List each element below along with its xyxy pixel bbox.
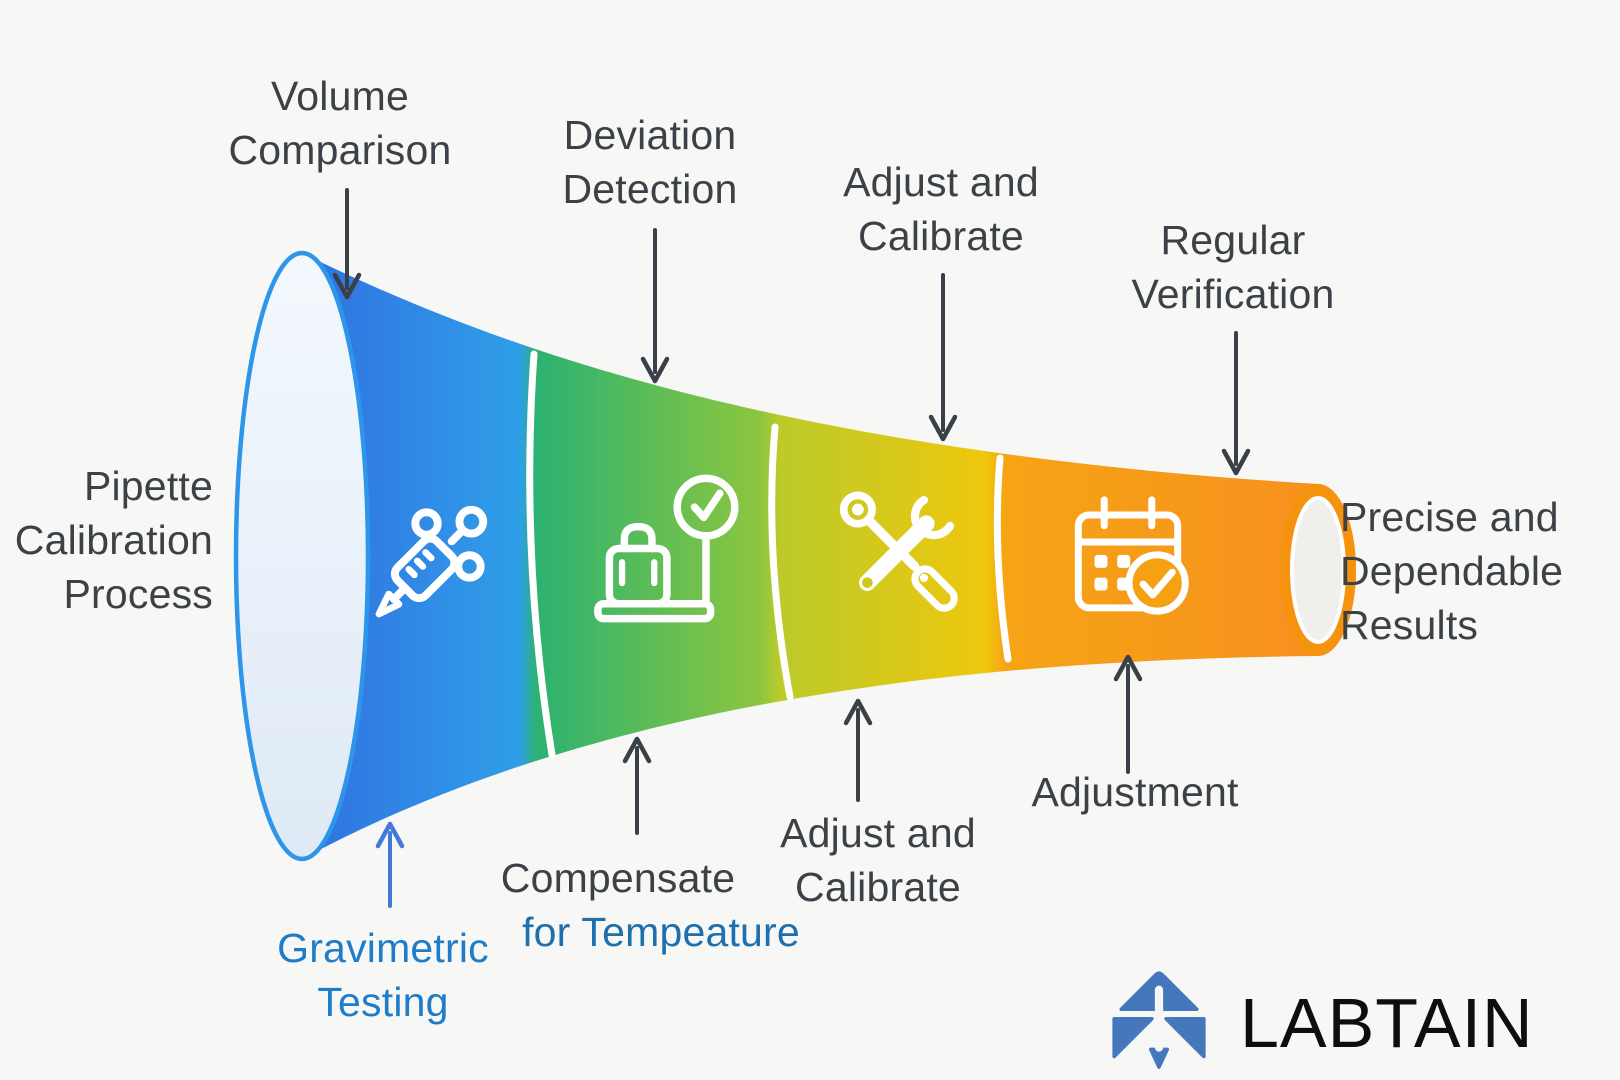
funnel-outlet-ellipse: [1290, 496, 1346, 644]
left-title-line: Pipette: [83, 463, 213, 509]
label-line: Regular: [1160, 217, 1306, 263]
top-label-deviation-detection: Deviation Detection: [562, 108, 737, 216]
label-line: Comparison: [228, 127, 452, 173]
stage-separator-2: [768, 423, 794, 701]
calendar-check-icon: [1074, 496, 1189, 615]
label-line: Adjustment: [1031, 769, 1239, 815]
labtain-logo-icon: [1112, 971, 1206, 1069]
label-line: Volume: [271, 73, 409, 119]
stage-separator-1: [526, 350, 556, 759]
label-line: Testing: [317, 979, 449, 1025]
top-label-adjust-calibrate: Adjust and Calibrate: [843, 155, 1039, 263]
bottom-label-gravimetric-testing: Gravimetric Testing: [277, 921, 489, 1029]
label-line: Calibrate: [858, 213, 1024, 259]
top-label-regular-verification: Regular Verification: [1132, 213, 1335, 321]
bottom-label-adjustment: Adjustment: [1031, 765, 1238, 819]
label-line: for Tempeature: [522, 909, 800, 955]
bottom-label-compensate-temperature: Compensate for Tempeature: [479, 851, 800, 959]
logo-wordmark: LABTAIN: [1240, 984, 1534, 1062]
label-line: Deviation: [563, 112, 737, 158]
right-title-line: Precise and: [1340, 494, 1559, 540]
stage-separator-3: [993, 454, 1012, 663]
label-line: Detection: [562, 166, 738, 212]
left-title-line: Process: [63, 571, 213, 617]
label-line: Adjust and: [780, 810, 976, 856]
label-line: Verification: [1131, 271, 1335, 317]
right-title: Precise and Dependable Results: [1340, 490, 1563, 652]
top-label-volume-comparison: Volume Comparison: [228, 69, 451, 177]
right-title-line: Dependable: [1340, 548, 1564, 594]
right-title-line: Results: [1340, 602, 1479, 648]
label-line: Compensate: [500, 855, 736, 901]
left-title-line: Calibration: [14, 517, 213, 563]
label-line: Calibrate: [795, 864, 961, 910]
label-line: Adjust and: [843, 159, 1039, 205]
label-line: Gravimetric: [277, 925, 489, 971]
weighing-scale-icon: [594, 474, 739, 623]
left-title: Pipette Calibration Process: [15, 459, 213, 621]
syringe-icon: [375, 505, 488, 618]
tools-icon: [839, 491, 958, 612]
bottom-label-adjust-calibrate: Adjust and Calibrate: [780, 806, 976, 914]
funnel-mouth-ellipse: [233, 250, 371, 862]
funnel-body: [302, 253, 1356, 859]
